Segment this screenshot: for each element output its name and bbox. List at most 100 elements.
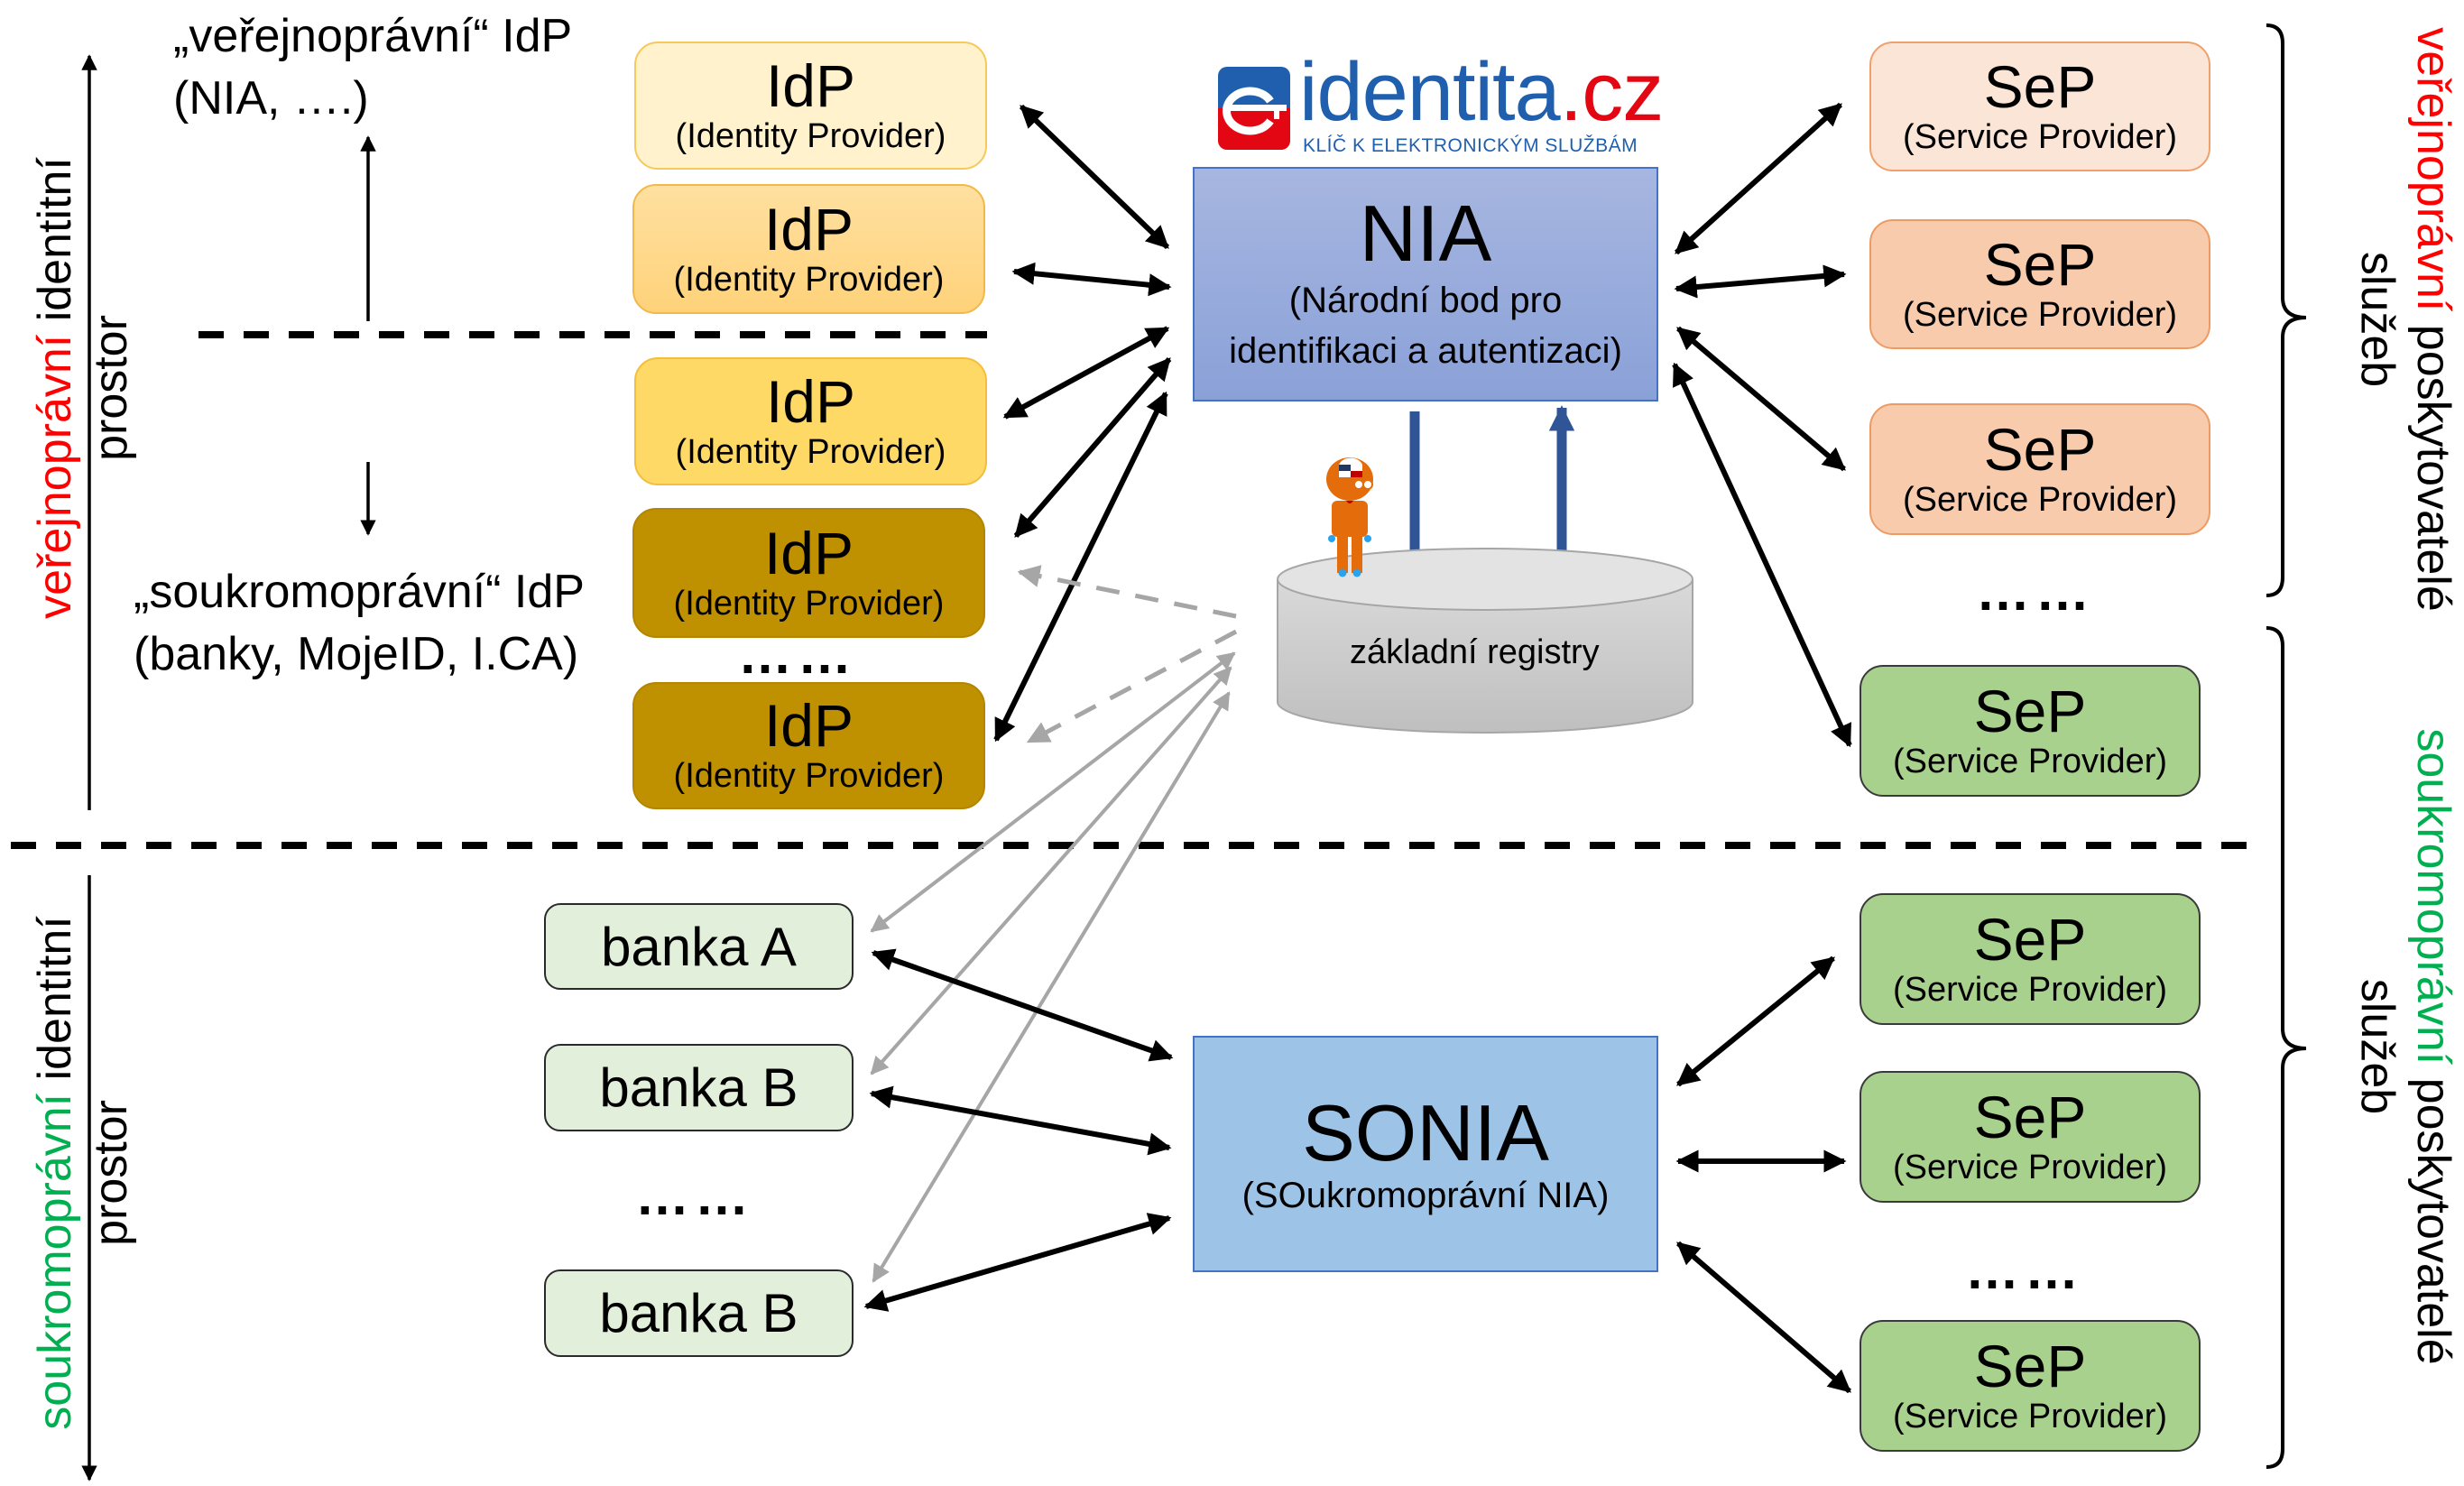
sep-box[interactable]: SeP (Service Provider) <box>1860 893 2201 1025</box>
sep-title: SeP <box>1983 52 2097 120</box>
arrow-sonia-sep7 <box>1676 1241 1851 1394</box>
idp-title: IdP <box>765 367 856 435</box>
idp-title: IdP <box>763 519 854 586</box>
sep-box[interactable]: SeP (Service Provider) <box>1869 403 2210 535</box>
bank-box[interactable]: banka A <box>544 903 854 990</box>
arrow-idp1-nia <box>1019 104 1170 250</box>
idp-box[interactable]: IdP (Identity Provider) <box>632 184 985 314</box>
public-providers-rest: poskytovatelé <box>2407 311 2459 612</box>
arrow-bank-b-sonia <box>869 1085 1172 1156</box>
eidentita-key-icon <box>1218 67 1290 150</box>
arrow-nia-sep1 <box>1674 102 1843 255</box>
sep-title: SeP <box>1973 1083 2087 1150</box>
sonia-subtitle: (SOukromoprávní NIA) <box>1241 1176 1610 1216</box>
arrow-idp3-nia <box>1002 326 1170 420</box>
private-space-label: soukromoprávní identitní prostor <box>27 884 140 1462</box>
public-providers-accent: veřejnoprávní <box>2407 27 2459 312</box>
arrow-bank-a-sonia <box>871 948 1174 1062</box>
private-providers-rest: poskytovatelé <box>2407 1065 2459 1365</box>
idp-subtitle: (Identity Provider) <box>675 432 946 471</box>
sep-subtitle: (Service Provider) <box>1902 295 2178 334</box>
sep-subtitle: (Service Provider) <box>1892 1148 2168 1186</box>
sep-box[interactable]: SeP (Service Provider) <box>1860 1071 2201 1203</box>
eidentita-brand: identita <box>1299 46 1561 138</box>
idp-subtitle: (Identity Provider) <box>673 584 945 623</box>
public-idp-label: „veřejnoprávní“ IdP (NIA, ….) <box>173 5 572 129</box>
nia-box[interactable]: NIA (Národní bod pro identifikaci a aute… <box>1193 167 1658 401</box>
eidentita-wordmark: identita.cz <box>1299 51 1664 134</box>
public-space-line2: prostor <box>85 315 138 461</box>
sep-box[interactable]: SeP (Service Provider) <box>1869 219 2210 349</box>
public-idp-label-line2: (NIA, ….) <box>173 71 369 125</box>
sep-subtitle: (Service Provider) <box>1902 480 2178 519</box>
nia-subtitle-line1: (Národní bod pro <box>1288 281 1563 321</box>
dashed-arrow-registry-idp4 <box>1017 565 1237 619</box>
private-idp-label-line2: (banky, MojeID, I.CA) <box>134 627 579 680</box>
idp-box[interactable]: IdP (Identity Provider) <box>634 42 987 170</box>
eidentita-tld: .cz <box>1559 46 1665 138</box>
eidentita-logo: identita.cz KLÍČ K ELEKTRONICKÝM SLUŽBÁM <box>1218 51 1664 162</box>
idp-ellipsis: …… <box>738 624 857 685</box>
registry-cylinder <box>1277 548 1693 734</box>
sonia-title: SONIA <box>1302 1087 1549 1177</box>
public-idp-label-line1: „veřejnoprávní“ IdP <box>173 10 573 62</box>
dashed-arrow-registry-idp5 <box>1026 629 1238 744</box>
private-providers-brace <box>2266 626 2307 1469</box>
sep-title: SeP <box>1973 1332 2087 1399</box>
arrow-idp5-nia <box>993 391 1168 743</box>
private-idp-label: „soukromoprávní“ IdP (banky, MojeID, I.C… <box>134 561 585 685</box>
arrow-sonia-sep5 <box>1676 955 1835 1087</box>
sep-subtitle: (Service Provider) <box>1892 1397 2168 1435</box>
sep-title: SeP <box>1973 905 2087 973</box>
arrow-bank-b2-sonia <box>863 1213 1172 1312</box>
public-space-label: veřejnoprávní identitní prostor <box>27 144 140 632</box>
sep-subtitle: (Service Provider) <box>1892 742 2168 780</box>
idp-box[interactable]: IdP (Identity Provider) <box>632 682 985 809</box>
registry-label: základní registry <box>1350 633 1600 671</box>
sep-subtitle: (Service Provider) <box>1892 970 2168 1009</box>
sep-box[interactable]: SeP (Service Provider) <box>1860 665 2201 797</box>
idp-title: IdP <box>763 692 854 759</box>
sep-title: SeP <box>1983 415 2097 483</box>
sep-public-ellipsis: …… <box>1976 561 2095 622</box>
arrow-idp2-nia <box>1011 262 1172 297</box>
idp-subtitle: (Identity Provider) <box>675 116 946 155</box>
idp-box[interactable]: IdP (Identity Provider) <box>634 357 987 485</box>
idp-subtitle: (Identity Provider) <box>673 757 945 796</box>
private-providers-line2: služeb <box>2350 978 2404 1115</box>
sep-subtitle: (Service Provider) <box>1902 117 2178 156</box>
public-providers-brace <box>2266 23 2307 597</box>
nia-subtitle-line2: identifikaci a autentizaci) <box>1229 331 1622 372</box>
private-space-rest: identitní <box>29 916 81 1094</box>
sep-box[interactable]: SeP (Service Provider) <box>1869 42 2210 171</box>
bank-ellipsis: …… <box>635 1166 754 1226</box>
arrow-nia-sep4 <box>1672 362 1852 748</box>
bank-label: banka A <box>601 916 797 977</box>
arrow-nia-sep3 <box>1676 326 1846 472</box>
mascot-figure-icon <box>1326 457 1373 577</box>
idp-title: IdP <box>765 51 856 119</box>
idp-title: IdP <box>763 195 854 263</box>
private-idp-label-line1: „soukromoprávní“ IdP <box>134 566 585 618</box>
private-providers-accent: soukromoprávní <box>2407 728 2459 1066</box>
sep-box[interactable]: SeP (Service Provider) <box>1860 1320 2201 1452</box>
public-space-rest: identitní <box>29 157 81 335</box>
bank-box[interactable]: banka B <box>544 1269 854 1357</box>
nia-title: NIA <box>1359 188 1492 278</box>
sep-title: SeP <box>1983 230 2097 298</box>
arrow-idp4-nia <box>1013 357 1172 538</box>
private-providers-label: soukromoprávní poskytovatelé služeb <box>2349 704 2461 1389</box>
sep-title: SeP <box>1973 677 2087 744</box>
arrow-nia-sep2 <box>1674 264 1847 299</box>
sonia-box[interactable]: SONIA (SOukromoprávní NIA) <box>1193 1036 1658 1272</box>
private-space-accent: soukromoprávní <box>29 1093 81 1430</box>
sep-private-ellipsis: …… <box>1965 1240 2084 1300</box>
private-space-line2: prostor <box>85 1100 138 1246</box>
bank-box[interactable]: banka B <box>544 1044 854 1131</box>
bank-label: banka B <box>599 1057 798 1118</box>
idp-box[interactable]: IdP (Identity Provider) <box>632 508 985 638</box>
public-providers-label: veřejnoprávní poskytovatelé služeb <box>2349 4 2461 635</box>
eidentita-tagline: KLÍČ K ELEKTRONICKÝM SLUŽBÁM <box>1303 135 1638 156</box>
public-space-accent: veřejnoprávní <box>29 334 81 619</box>
